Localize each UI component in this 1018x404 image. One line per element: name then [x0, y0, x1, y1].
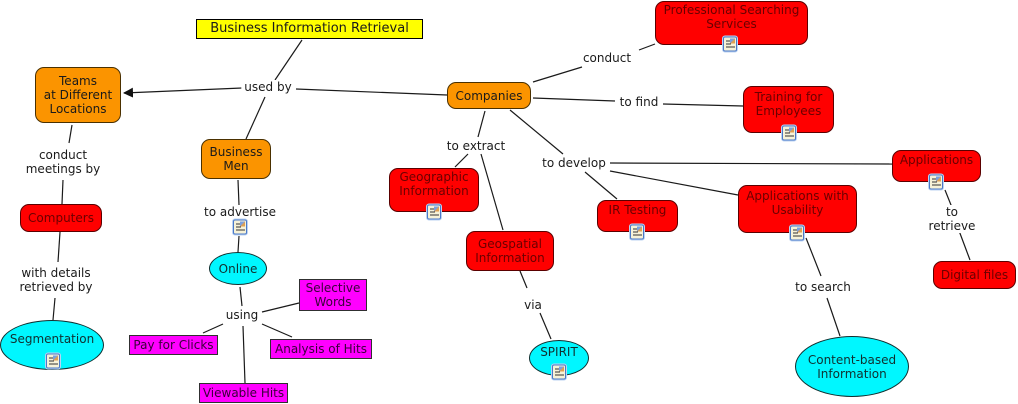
concept-label: Computers [28, 211, 94, 225]
concept-business-men[interactable]: Business Men [201, 139, 271, 179]
concept-analysis-of-hits[interactable]: Analysis of Hits [270, 339, 372, 359]
concept-training-for-employees[interactable]: Training for Employees [743, 86, 834, 133]
line-conduct-prof [638, 43, 656, 51]
line-geospatial-via [519, 270, 528, 289]
concept-label: Pay for Clicks [133, 338, 214, 352]
line-usedby-businessmen [245, 96, 266, 140]
concept-label: Training for Employees [754, 89, 823, 118]
line-usedby-teams [123, 87, 243, 98]
concept-label: Analysis of Hits [275, 342, 367, 356]
line-meetings-computers [61, 179, 64, 205]
concept-segmentation[interactable]: Segmentation [0, 320, 104, 370]
concept-label: Business Men [209, 145, 263, 173]
concept-teams-at-different-locations[interactable]: Teams at Different Locations [35, 67, 121, 123]
line-companies-tofind [532, 97, 616, 102]
line-retrieve-digital [957, 227, 971, 261]
resource-document-icon[interactable] [723, 36, 737, 52]
line-extract-geographic [454, 153, 469, 168]
link-to-develop[interactable]: to develop [539, 156, 609, 170]
line-develop-applications [609, 162, 893, 165]
concept-label: Companies [455, 88, 523, 103]
line-companies-conduct [532, 66, 583, 83]
concept-viewable-hits[interactable]: Viewable Hits [199, 383, 288, 403]
link-to-find[interactable]: to find [616, 95, 662, 109]
concept-online[interactable]: Online [209, 252, 267, 285]
link-via[interactable]: via [521, 298, 545, 312]
line-using-analysis [261, 323, 293, 338]
concept-content-based-information[interactable]: Content-based Information [795, 336, 909, 397]
line-using-payclicks [202, 323, 224, 334]
line-details-segmentation [52, 297, 56, 321]
concept-label: Content-based Information [807, 352, 897, 381]
concept-digital-files[interactable]: Digital files [933, 261, 1016, 289]
concept-label: Geospatial Information [475, 237, 545, 265]
concept-label: Segmentation [9, 332, 95, 346]
concept-label: Teams at Different Locations [43, 74, 113, 116]
resource-document-icon[interactable] [929, 174, 943, 190]
link-to-retrieve[interactable]: to retrieve [919, 205, 985, 233]
line-usability-search [805, 237, 822, 277]
concept-label: Online [218, 261, 258, 276]
link-conduct-meetings-by[interactable]: conduct meetings by [22, 148, 104, 176]
concept-label: Applications with Usability [746, 189, 849, 217]
concept-geographic-information[interactable]: Geographic Information [389, 168, 479, 212]
link-to-extract[interactable]: to extract [443, 139, 509, 153]
concept-applications[interactable]: Applications [892, 150, 981, 182]
concept-computers[interactable]: Computers [20, 204, 102, 232]
concept-selective-words[interactable]: Selective Words [299, 279, 367, 311]
concept-label: Selective Words [305, 281, 361, 309]
concept-label: SPIRIT [540, 345, 578, 359]
resource-document-icon[interactable] [46, 353, 60, 369]
resource-document-icon[interactable] [630, 224, 644, 240]
line-via-spirit [539, 312, 552, 340]
link-used-by[interactable]: used by [241, 80, 295, 94]
line-bir-usedby [274, 39, 303, 81]
link-to-search[interactable]: to search [792, 280, 854, 294]
concept-pay-for-clicks[interactable]: Pay for Clicks [129, 335, 218, 355]
line-usedby-companies [295, 88, 448, 96]
concept-business-information-retrieval[interactable]: Business Information Retrieval [196, 19, 423, 39]
line-develop-irtesting [584, 171, 618, 200]
line-using-selective [261, 302, 300, 313]
line-companies-develop [509, 109, 564, 155]
line-develop-usability [609, 170, 739, 196]
concept-label: Applications [899, 153, 974, 167]
line-advertise-online [237, 235, 240, 253]
concept-label: Geographic Information [399, 170, 469, 198]
line-online-using [239, 286, 243, 307]
concept-applications-with-usability[interactable]: Applications with Usability [738, 185, 857, 233]
concept-label: Business Information Retrieval [210, 21, 409, 36]
concept-label: IR Testing [608, 203, 667, 217]
concept-companies[interactable]: Companies [447, 82, 531, 109]
concept-label: Professional Searching Services [663, 3, 800, 31]
line-search-content [826, 297, 841, 337]
line-tofind-training [662, 103, 744, 107]
line-teams-meetings [68, 124, 73, 144]
resource-document-icon[interactable] [427, 204, 441, 220]
concept-geospatial-information[interactable]: Geospatial Information [466, 231, 554, 271]
resource-document-icon[interactable] [233, 219, 247, 235]
link-using[interactable]: using [222, 308, 262, 322]
link-conduct[interactable]: conduct [579, 51, 635, 65]
line-businessmen-advertise [237, 179, 240, 206]
resource-document-icon[interactable] [790, 225, 804, 241]
link-to-advertise[interactable]: to advertise [201, 205, 279, 219]
concept-label: Viewable Hits [202, 386, 285, 400]
resource-document-icon[interactable] [552, 364, 566, 380]
line-using-viewable [242, 325, 246, 384]
link-with-details-retrieved-by[interactable]: with details retrieved by [16, 266, 96, 294]
line-companies-extract [477, 110, 486, 138]
line-extract-geospatial [480, 153, 504, 231]
concept-label: Digital files [940, 268, 1009, 282]
resource-document-icon[interactable] [782, 125, 796, 141]
line-computers-details [57, 231, 61, 263]
